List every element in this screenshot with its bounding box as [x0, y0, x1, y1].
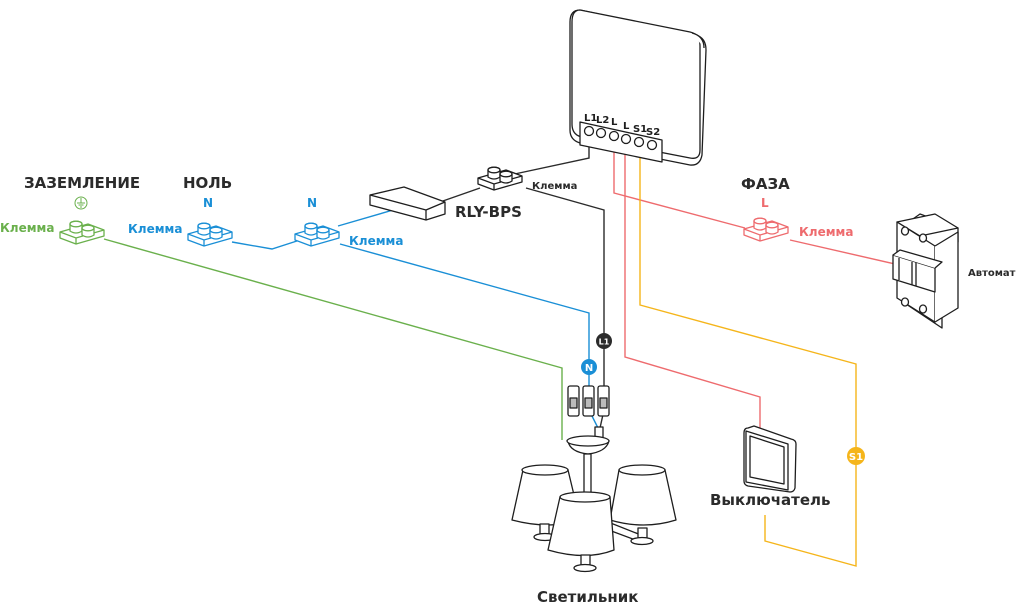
l1-wire-to-lamp: [525, 187, 605, 388]
l1-marker: L1: [596, 333, 612, 349]
neutral-wire-link: [231, 239, 301, 250]
relay-terminal-l-b: L: [620, 121, 632, 145]
relay-module: L1 L2 L L S1 S2: [569, 9, 707, 166]
ground-title: ЗАЗЕМЛЕНИЕ: [24, 174, 140, 192]
bypass-module: RLY-BPS: [369, 186, 522, 221]
terminal-label: S1: [633, 124, 647, 135]
neutral-symbol: N: [203, 196, 213, 210]
ground-terminal-block: [59, 220, 105, 245]
terminal-label: S2: [646, 127, 660, 138]
neutral-terminal-block: [187, 222, 233, 247]
relay-terminal-s2: S2: [646, 127, 660, 151]
wago-connectors: [567, 385, 610, 440]
neutral-wire-to-bypass: [337, 207, 401, 227]
neutral-terminal-label: Клемма: [128, 222, 182, 236]
ground-terminal-label: Клемма: [0, 221, 54, 235]
l1-terminal-block: [477, 166, 523, 191]
n-marker: N: [581, 359, 597, 375]
switch-label: Выключатель: [710, 491, 831, 509]
s1-marker-label: S1: [849, 452, 863, 463]
terminal-label: L2: [596, 115, 609, 126]
relay-terminal-l2: L2: [595, 115, 609, 139]
phase-wire-terminal-to-breaker: [789, 239, 896, 265]
neutral-terminal-label-2: Клемма: [349, 234, 403, 248]
phase-title: ФАЗА: [741, 175, 790, 193]
bypass-label: RLY-BPS: [455, 203, 522, 221]
wall-switch: Выключатель: [710, 425, 831, 509]
terminal-label: L: [623, 121, 630, 132]
phase-wire-to-breaker: [613, 138, 746, 229]
neutral-symbol-2: N: [307, 196, 317, 210]
phase-terminal-label: Клемма: [799, 225, 853, 239]
neutral-title: НОЛЬ: [183, 174, 232, 192]
neutral-group-2: N Клемма: [294, 196, 403, 248]
neutral-terminal-block-2: [294, 222, 340, 247]
l1-marker-label: L1: [599, 338, 610, 347]
s1-marker: S1: [847, 447, 865, 465]
ground-wire: [103, 238, 563, 440]
wago-connector: [567, 385, 580, 417]
relay-terminal-s1: S1: [633, 124, 647, 148]
n-marker-label: N: [585, 363, 593, 374]
l1-terminal-group: Клемма: [477, 166, 577, 192]
neutral-group: НОЛЬ N Клемма: [128, 174, 233, 247]
ground-group: ЗАЗЕМЛЕНИЕ Клемма: [0, 174, 140, 245]
phase-wire-to-switch: [624, 138, 761, 428]
circuit-breaker: Автомат: [892, 213, 1016, 329]
l1-wire-bypass-to-terminal: [439, 187, 481, 203]
ground-symbol-icon: [74, 196, 88, 210]
breaker-label: Автомат: [968, 268, 1016, 279]
phase-symbol: L: [761, 196, 769, 210]
wago-connector: [597, 385, 610, 417]
phase-group: ФАЗА L Клемма: [741, 175, 853, 242]
lamp-label: Светильник: [537, 588, 638, 606]
relay-terminal-l1: L1: [583, 113, 597, 137]
terminal-label: L: [611, 117, 618, 128]
phase-terminal-block: [743, 217, 789, 242]
wago-connector: [582, 385, 595, 417]
relay-terminal-l-a: L: [608, 117, 620, 142]
terminal-label: L1: [584, 113, 597, 124]
l1-terminal-label: Клемма: [532, 181, 577, 192]
chandelier: Светильник: [511, 435, 677, 606]
